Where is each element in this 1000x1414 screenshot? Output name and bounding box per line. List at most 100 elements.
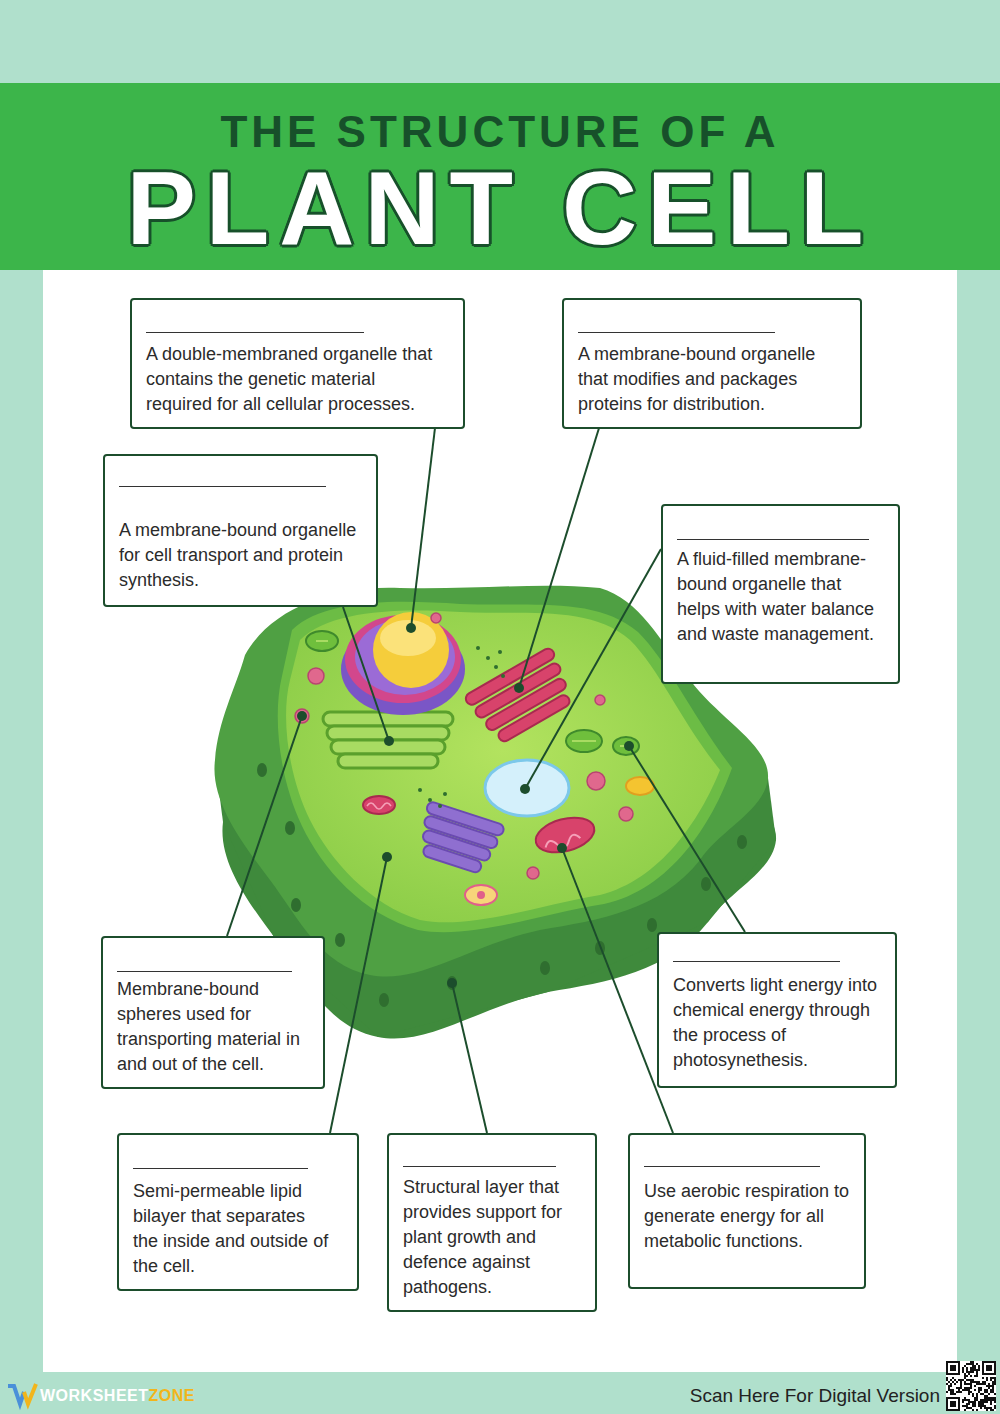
callout-box: Membrane-bound spheres used for transpor… <box>101 936 325 1089</box>
qr-code <box>964 1383 966 1385</box>
description-text: Structural layer that provides support f… <box>403 1175 587 1300</box>
qr-code <box>952 1381 954 1383</box>
qr-code <box>988 1393 990 1395</box>
qr-code <box>970 1387 972 1389</box>
qr-code <box>968 1401 970 1403</box>
qr-code <box>982 1401 984 1403</box>
logo-mark <box>8 1384 36 1404</box>
qr-code <box>970 1371 972 1373</box>
leader-line <box>411 428 435 628</box>
vesicle <box>308 668 324 684</box>
qr-code <box>976 1393 978 1395</box>
qr-code <box>964 1373 966 1375</box>
small-organelle <box>465 885 497 905</box>
qr-code <box>990 1379 992 1381</box>
wall-pits <box>291 898 301 912</box>
qr-code <box>964 1387 966 1389</box>
footer-note: Scan Here For Digital Version <box>0 1386 940 1405</box>
qr-code <box>966 1407 968 1409</box>
qr-code <box>990 1377 992 1379</box>
qr-code <box>964 1399 966 1401</box>
qr-code <box>970 1367 972 1369</box>
endoplasmic-reticulum <box>323 712 453 726</box>
leader-dot <box>297 623 634 988</box>
qr-code <box>966 1399 968 1401</box>
qr-code <box>968 1391 970 1393</box>
qr-code <box>994 1401 996 1403</box>
title-main: PLANT CELL <box>0 156 1000 260</box>
qr-code <box>950 1365 956 1371</box>
qr-code <box>962 1379 964 1381</box>
qr-code <box>986 1379 988 1381</box>
leader-line <box>227 716 302 936</box>
qr-code <box>960 1383 962 1385</box>
description-text: Converts light energy into chemical ener… <box>673 973 880 1073</box>
qr-code <box>978 1403 980 1405</box>
qr-code <box>990 1401 992 1403</box>
qr-code <box>968 1383 970 1385</box>
wall-pits <box>647 918 657 932</box>
qr-code <box>946 1397 960 1411</box>
qr-code <box>986 1377 988 1379</box>
qr-code <box>970 1407 972 1409</box>
qr-code <box>994 1383 996 1385</box>
qr-code <box>986 1397 988 1399</box>
qr-code <box>950 1385 952 1387</box>
mitochondrion <box>363 796 598 858</box>
wall-pits <box>257 763 267 777</box>
qr-code <box>972 1381 974 1383</box>
leader-line <box>452 983 487 1133</box>
qr-code <box>988 1407 990 1409</box>
ribosome <box>501 674 505 678</box>
qr-code <box>972 1405 974 1407</box>
wall-pits <box>379 993 389 1007</box>
answer-blank <box>403 1166 556 1167</box>
nucleus <box>341 612 465 715</box>
qr-code <box>974 1365 976 1367</box>
qr-code <box>962 1389 964 1391</box>
qr-code <box>966 1367 968 1369</box>
qr-code <box>982 1399 984 1401</box>
qr-code <box>972 1395 974 1397</box>
leader-dot <box>520 784 530 794</box>
qr-code <box>974 1397 976 1399</box>
qr-code <box>990 1403 992 1405</box>
qr-code <box>990 1397 992 1399</box>
qr-code <box>960 1387 962 1389</box>
qr-code <box>968 1399 970 1401</box>
qr-code <box>976 1369 978 1371</box>
qr-code <box>946 1383 948 1385</box>
qr-code <box>976 1363 978 1365</box>
leader-dot <box>297 711 307 721</box>
qr-code <box>966 1383 968 1385</box>
qr-code <box>972 1363 974 1365</box>
qr-code <box>980 1399 982 1401</box>
callout-box: A membrane-bound organelle for cell tran… <box>103 454 378 607</box>
qr-code <box>954 1393 956 1395</box>
chloroplast <box>613 737 639 755</box>
qr-code <box>970 1375 972 1377</box>
leader-dot <box>514 683 524 693</box>
qr-code <box>964 1405 966 1407</box>
qr-code <box>946 1361 960 1375</box>
qr-code <box>960 1379 962 1381</box>
leader-line <box>629 746 745 932</box>
qr-code <box>982 1405 984 1407</box>
qr-code <box>964 1409 966 1411</box>
wall-pits <box>540 961 550 975</box>
qr-code <box>978 1381 980 1383</box>
qr-code <box>970 1379 972 1381</box>
qr-code <box>986 1409 988 1411</box>
qr-code <box>990 1407 992 1409</box>
qr-code <box>968 1373 970 1375</box>
endoplasmic-reticulum <box>323 712 453 768</box>
nucleus <box>380 620 436 656</box>
qr-code <box>978 1389 980 1391</box>
qr-code <box>962 1367 964 1369</box>
qr-code <box>988 1387 990 1389</box>
qr-code <box>950 1401 956 1407</box>
qr-code <box>970 1401 972 1403</box>
qr-code <box>974 1385 976 1387</box>
vesicle <box>295 613 633 879</box>
qr-code <box>984 1405 986 1407</box>
